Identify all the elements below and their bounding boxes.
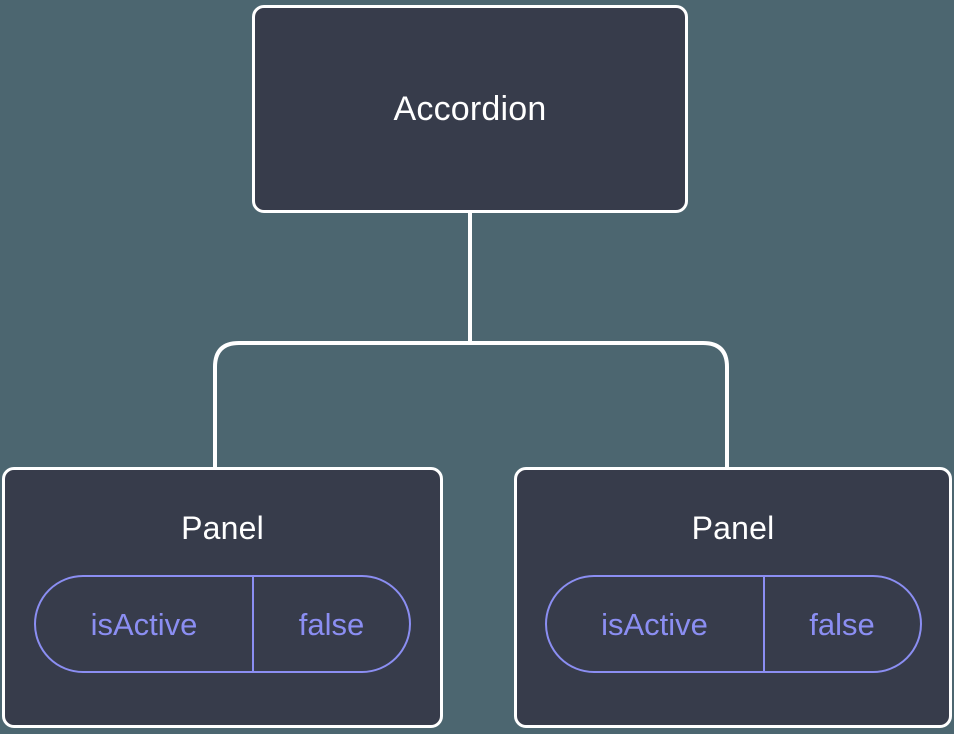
prop-value: false: [298, 606, 365, 642]
edge-bus-to-panel-left: [213, 341, 470, 470]
edge-bus-to-panel-right: [470, 341, 729, 470]
node-title: Accordion: [393, 90, 547, 128]
prop-badge[interactable]: isActive false: [544, 575, 922, 673]
node-title: Panel: [181, 510, 264, 546]
prop-key: isActive: [36, 577, 254, 671]
prop-value: false: [809, 606, 875, 642]
node-panel-1[interactable]: Panel isActive false: [2, 467, 443, 728]
prop-key: isActive: [547, 577, 765, 671]
node-title: Panel: [691, 510, 775, 546]
prop-badge[interactable]: isActive false: [34, 575, 411, 673]
node-accordion[interactable]: Accordion: [252, 5, 688, 213]
node-panel-2[interactable]: Panel isActive false: [514, 467, 952, 728]
